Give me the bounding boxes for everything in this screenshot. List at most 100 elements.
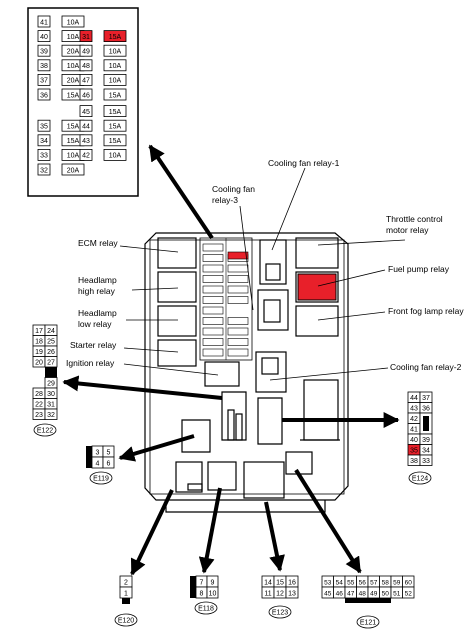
fuse-slot-left	[202, 275, 224, 283]
e122-pin-26-label: 26	[47, 349, 55, 356]
e122-pin-31-label: 31	[47, 402, 55, 409]
e122-pin-22-label: 22	[35, 402, 43, 409]
e124-pin-35-label: 35	[410, 448, 418, 455]
e121-pin-52-cell	[402, 586, 415, 599]
fuse-46-amp-label: 15A	[109, 92, 122, 99]
e120-key-cell	[122, 598, 130, 604]
e121-pin-57-label: 57	[370, 579, 378, 586]
cooling-fan-relay-3-label-2: relay-3	[212, 195, 238, 205]
fuse-40-number-label: 40	[40, 34, 48, 41]
fuse-32-amp-label: 20A	[67, 167, 80, 174]
fuse-45-amp-label: 15A	[109, 109, 122, 116]
e118-id-label: E118	[198, 606, 214, 613]
e121-badge	[356, 615, 380, 629]
fuse-48-number-cell	[79, 59, 93, 72]
e121-pin-54-label: 54	[336, 579, 344, 586]
fuse-49-number-cell	[79, 44, 93, 57]
fuse-slot-right	[227, 338, 249, 346]
front-fog-lamp-relay-label: Front fog lamp relay	[388, 306, 464, 316]
e121-pin-52-label: 52	[405, 590, 413, 597]
fuse-41-number-label: 41	[40, 19, 48, 26]
e122-pin-30-label: 30	[47, 391, 55, 398]
fuse-44-number-label: 44	[82, 124, 90, 131]
e119-pin-3-label: 3	[96, 449, 100, 456]
e122-id-label: E122	[37, 428, 53, 435]
fuse-33-number-label: 33	[40, 153, 48, 160]
e119-key-cell	[86, 446, 92, 468]
leader-lines	[119, 167, 406, 381]
fuse-43-number-cell	[79, 134, 93, 147]
fuse-42-number-cell	[79, 148, 93, 161]
fuse-48-amp-label: 10A	[109, 63, 122, 70]
fuse-slot-left	[202, 348, 224, 357]
fuse-slot-left	[202, 306, 224, 315]
e118-badge	[194, 601, 218, 615]
fuse-slot-right	[227, 264, 249, 273]
highlighted-fuse-slot	[227, 251, 249, 260]
e122-pin-24-label: 24	[47, 328, 55, 335]
e124-pin-44-label: 44	[410, 395, 418, 402]
fuse-45-number-label: 45	[82, 109, 90, 116]
e124-pin-41-label: 41	[410, 427, 418, 434]
fuse-42-number-label: 42	[82, 153, 90, 160]
fuse-slot-left	[202, 243, 224, 252]
e124-badge	[408, 471, 432, 485]
e124-pin-37-label: 37	[422, 395, 430, 402]
e122-pin-25-label: 25	[47, 339, 55, 346]
fuse-36-number-label: 36	[40, 92, 48, 99]
e120-pin-2-label: 2	[124, 579, 128, 586]
fuse-35-number-label: 35	[40, 124, 48, 131]
fuse-42-amp-label: 10A	[109, 153, 122, 160]
fuse-38-number-label: 38	[40, 63, 48, 70]
cooling-fan-relay-2-label: Cooling fan relay-2	[390, 362, 462, 372]
fuel-pump-relay-label: Fuel pump relay	[388, 264, 450, 274]
headlamp-low-relay-label-2: low relay	[78, 319, 112, 329]
fuse-44-amp-label: 15A	[109, 124, 122, 131]
fuse-31-number-cell	[79, 30, 93, 43]
throttle-control-label: Throttle control	[386, 214, 443, 224]
fuse-slot-left	[202, 296, 224, 304]
fuse-31-amp-label: 15A	[109, 34, 122, 41]
e120-id-label: E120	[118, 618, 134, 625]
e118-pin-9-label: 9	[211, 579, 215, 586]
e124-pin-43-label: 43	[410, 406, 418, 413]
e122-pin-17-label: 17	[35, 328, 43, 335]
e122-pin-32-cell	[44, 408, 58, 420]
fuse-41-amp-label: 10A	[67, 19, 80, 26]
fuse-38-amp-label: 10A	[67, 63, 80, 70]
cooling-fan-relay-1-label: Cooling fan relay-1	[268, 158, 340, 168]
fuse-block-body	[144, 232, 349, 513]
fuse-32-number-cell	[37, 163, 51, 176]
e120-pin-1-label: 1	[124, 590, 128, 597]
e122-pin-32-label: 32	[47, 412, 55, 419]
headlamp-low-relay-label: Headlamp	[78, 308, 117, 318]
fuse-slot-left	[202, 264, 224, 273]
e121-pin-56-label: 56	[359, 579, 367, 586]
e124-pin-38-label: 38	[410, 458, 418, 465]
e123-pin-13-label: 13	[288, 590, 296, 597]
fuse-slot-right	[227, 285, 249, 294]
e120-badge	[114, 613, 138, 627]
e122-key-cell	[45, 367, 57, 378]
e122-pin-29-label: 29	[47, 381, 55, 388]
e123-pin-13-cell	[285, 586, 299, 599]
e121-pin-58-label: 58	[382, 579, 390, 586]
fuse-46-number-cell	[79, 88, 93, 101]
fuse-44-number-cell	[79, 119, 93, 132]
ecm-relay-label: ECM relay	[78, 238, 118, 248]
e122-pin-27-label: 27	[47, 360, 55, 367]
fuse-slot-right	[227, 327, 249, 336]
fuse-49-amp-label: 10A	[109, 49, 122, 56]
fuse-slot-left	[202, 338, 224, 346]
e121-pin-55-label: 55	[347, 579, 355, 586]
fuse-31-amp-cell	[103, 30, 127, 43]
fuse-40-amp-label: 10A	[67, 34, 80, 41]
fuse-34-number-cell	[37, 134, 51, 147]
e121-pin-46-label: 46	[336, 590, 344, 597]
e124-pin-33-label: 33	[422, 458, 430, 465]
